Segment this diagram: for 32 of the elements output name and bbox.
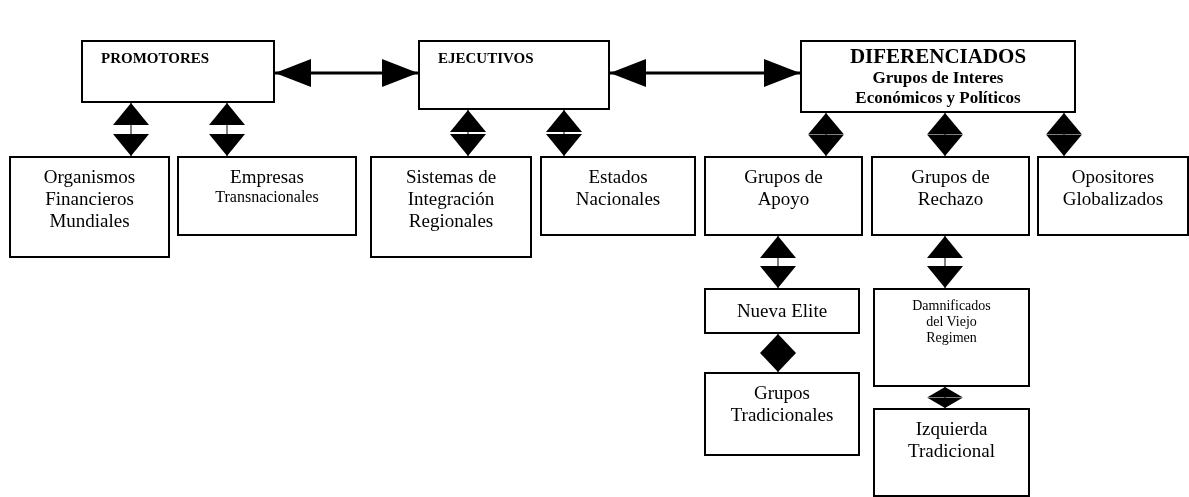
text-box — [1037, 156, 1189, 236]
text-box — [370, 156, 532, 258]
box-text: PROMOTORES — [101, 50, 210, 68]
box-text: EJECUTIVOS — [438, 50, 534, 68]
box-text: Grupos Tradicionales — [729, 382, 835, 426]
box-text: Damnificados del Viejo Regimen — [911, 298, 992, 347]
box-heading: Empresas — [230, 166, 304, 188]
text-box — [418, 40, 610, 110]
box-text: Transnacionales — [215, 187, 319, 207]
text-box — [704, 288, 860, 334]
text-box — [873, 288, 1030, 387]
text-box — [871, 156, 1030, 236]
text-box — [540, 156, 696, 236]
box-text: Opositores Globalizados — [1061, 166, 1165, 210]
double-arrow — [610, 59, 800, 87]
box-text: Sistemas de Integración Regionales — [404, 166, 498, 232]
box-text: Grupos de Interes Económicos y Políticos — [854, 68, 1022, 108]
box-text: Grupos de Apoyo — [743, 166, 824, 210]
text-box — [704, 156, 863, 236]
double-arrow — [275, 59, 418, 87]
box-text: Izquierda Tradicional — [907, 418, 996, 462]
box-text: Organismos Financieros Mundiales — [42, 166, 137, 232]
box-text: Nueva Elite — [736, 300, 828, 322]
box-text: Estados Nacionales — [574, 166, 662, 210]
text-box — [873, 408, 1030, 497]
text-box — [800, 40, 1076, 113]
box-text: Grupos de Rechazo — [910, 166, 991, 210]
text-box — [9, 156, 170, 258]
text-box — [81, 40, 275, 103]
text-box — [177, 156, 357, 236]
box-heading: DIFERENCIADOS — [849, 44, 1027, 69]
text-box — [704, 372, 860, 456]
